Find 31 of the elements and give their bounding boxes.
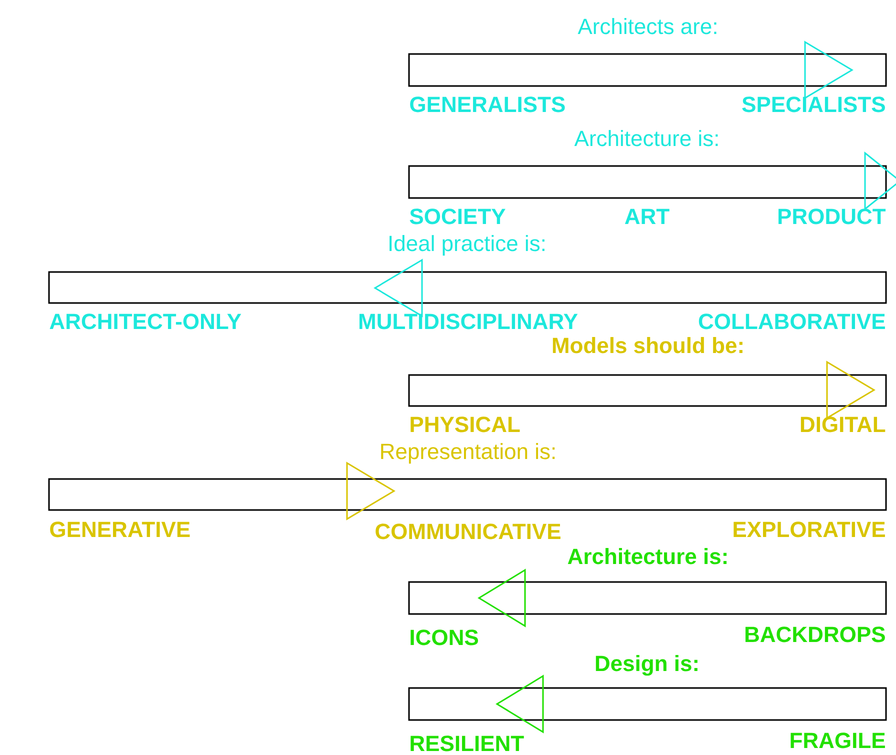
scale-end-label: EXPLORATIVE xyxy=(734,522,885,538)
scale-end-label: FRAGILE xyxy=(790,732,885,748)
rating-scale xyxy=(408,18,887,112)
scale-heading: Ideal practice is: xyxy=(390,235,544,256)
scale-end-label: BACKDROPS xyxy=(746,626,885,642)
scale-end-label: COMMUNICATIVE xyxy=(376,524,560,540)
scale-end-label: SOCIETY xyxy=(410,208,506,224)
scale-end-label: SPECIALISTS xyxy=(742,96,885,112)
rating-scale xyxy=(48,443,887,540)
scale-end-label: RESILIENT xyxy=(410,736,524,752)
rating-scale xyxy=(408,655,887,752)
scale-end-label: ICONS xyxy=(410,630,478,646)
rating-scale xyxy=(408,130,887,224)
scale-heading: Models should be: xyxy=(552,337,742,354)
scale-heading: Design is: xyxy=(596,655,698,676)
scale-end-label: MULTIDISCIPLINARY xyxy=(359,314,578,330)
scale-heading: Representation is: xyxy=(381,443,555,464)
scale-end-label: GENERALISTS xyxy=(410,96,565,112)
scale-end-label: DIGITAL xyxy=(800,416,886,432)
scale-end-label: COLLABORATIVE xyxy=(698,314,885,330)
scale-end-label: ARCHITECT-ONLY xyxy=(50,314,242,330)
scale-heading: Architects are: xyxy=(578,18,716,34)
rating-scale xyxy=(408,337,887,432)
scale-end-label: ART xyxy=(624,208,670,224)
scale-heading: Architecture is: xyxy=(574,130,718,146)
rating-scale xyxy=(408,548,887,646)
scale-heading: Architecture is: xyxy=(568,548,727,564)
scale-end-label: GENERATIVE xyxy=(50,522,190,538)
rating-scale xyxy=(48,235,887,330)
scale-end-label: PRODUCT xyxy=(778,208,886,224)
scale-end-label: PHYSICAL xyxy=(410,416,520,432)
